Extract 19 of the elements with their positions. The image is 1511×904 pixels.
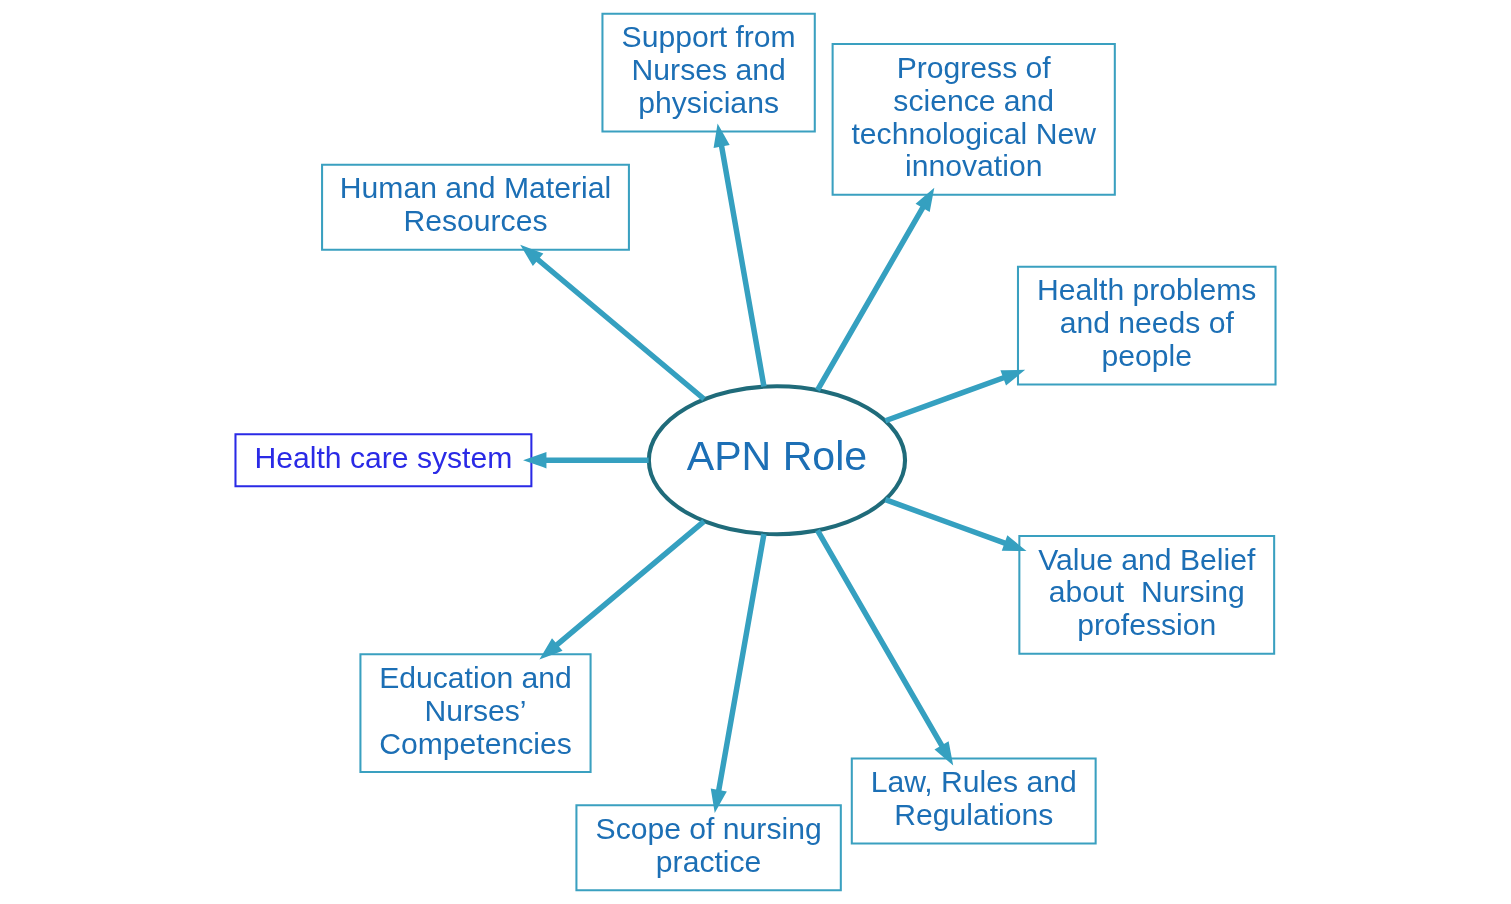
node-ellipse: APN Role (646, 384, 908, 537)
arrow (710, 533, 767, 813)
node-box: Progress of science and technological New innovation (831, 43, 1116, 196)
arrow (884, 497, 1027, 552)
arrow (713, 123, 767, 387)
arrow (815, 529, 954, 766)
node-box: Value and Belief about Nursing profession (1018, 534, 1276, 655)
node-box: Law, Rules and Regulations (850, 757, 1097, 845)
node-box: Scope of nursing practice (575, 804, 842, 892)
arrow (520, 244, 706, 402)
arrow (523, 452, 649, 469)
node-box: Human and Material Resources (321, 163, 630, 251)
node-box: Health care system (234, 433, 533, 488)
node-box: Education and Nurses’ Competencies (359, 653, 592, 774)
arrow (884, 369, 1026, 424)
node-box: Health problems and needs of people (1016, 265, 1277, 386)
arrow (815, 187, 935, 392)
arrow (539, 519, 706, 660)
node-box: Support from Nurses and physicians (601, 12, 816, 133)
